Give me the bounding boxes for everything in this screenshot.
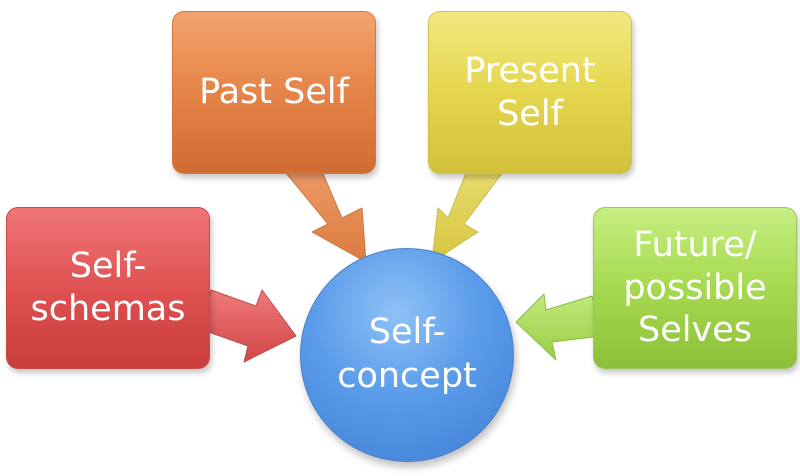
node-present-self: Present Self [428, 11, 632, 174]
node-present-self-label: Present Self [464, 50, 596, 134]
node-future-selves-label: Future/ possible Selves [623, 224, 767, 351]
arrow-future-selves-to-self-concept [515, 293, 603, 361]
node-self-schemas-label: Self- schemas [30, 246, 186, 329]
node-self-concept: Self- concept [300, 248, 514, 462]
arrow-self-schemas-to-self-concept [202, 289, 297, 363]
node-past-self: Past Self [172, 11, 376, 174]
node-self-concept-label: Self- concept [337, 312, 477, 396]
node-future-selves: Future/ possible Selves [593, 207, 797, 369]
arrow-present-self-to-self-concept [431, 147, 507, 263]
node-self-schemas: Self- schemas [6, 207, 210, 369]
node-past-self-label: Past Self [199, 72, 349, 113]
